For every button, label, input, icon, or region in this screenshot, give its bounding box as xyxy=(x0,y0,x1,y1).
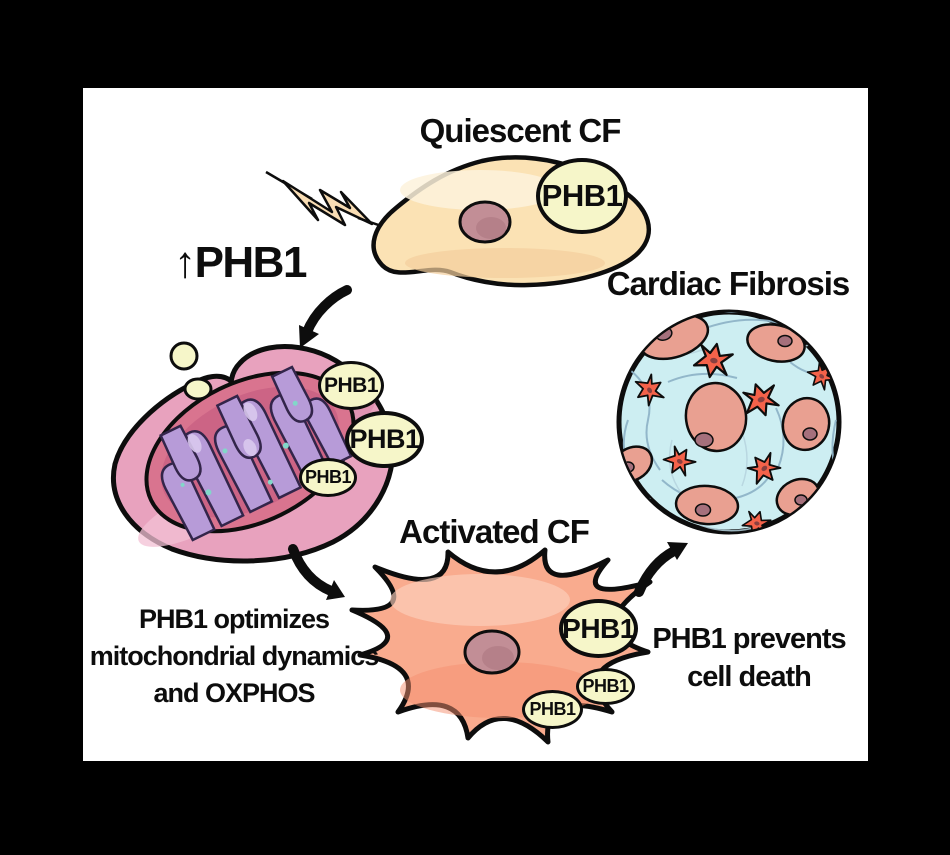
caption-line: cell death xyxy=(687,661,812,693)
secreted-vesicle-1 xyxy=(169,341,199,371)
cell-death-caption: PHB1 prevents cell death xyxy=(652,620,846,696)
cell-shadow xyxy=(405,248,605,278)
arrow-quiescent-to-mito-icon xyxy=(299,285,352,348)
cell-highlight xyxy=(400,170,560,210)
fibrosis-circle xyxy=(616,309,842,535)
phb1-badge-mito-bottom: PHB1 xyxy=(299,458,357,497)
phb1-badge-activated-bottom: PHB1 xyxy=(522,690,583,729)
quiescent-cf-title: Quiescent CF xyxy=(419,112,622,149)
phb1-upregulation-label: ↑PHB1 xyxy=(174,238,307,287)
phb1-badge-mito-top: PHB1 xyxy=(318,361,384,410)
phb1-badge-activated-large: PHB1 xyxy=(559,599,638,658)
caption-line: PHB1 optimizes xyxy=(138,604,330,634)
secreted-vesicle-2 xyxy=(183,377,213,401)
myocyte-nuclei xyxy=(621,327,818,517)
phb1-badge-activated-mid: PHB1 xyxy=(576,668,635,705)
phb1-badge-quiescent: PHB1 xyxy=(536,158,628,234)
phb1-badge-mito-large: PHB1 xyxy=(345,411,424,468)
cell-highlight xyxy=(390,574,570,626)
arrow-activated-to-fibrosis-icon xyxy=(634,542,688,597)
mito-function-caption: PHB1 optimizes mitochondrial dynamics an… xyxy=(89,601,380,712)
caption-line: PHB1 prevents xyxy=(652,623,846,655)
fibrosis-tissue xyxy=(619,312,839,532)
arrow-mito-to-activated-icon xyxy=(288,544,345,600)
cardiac-fibrosis-title: Cardiac Fibrosis xyxy=(606,265,851,302)
activated-cf-title: Activated CF xyxy=(399,513,590,550)
caption-line: mitochondrial dynamics xyxy=(89,641,380,671)
lightning-icon xyxy=(265,170,397,233)
mito-cristae-group xyxy=(144,365,356,542)
nucleus-shade xyxy=(482,646,514,670)
caption-line: and OXPHOS xyxy=(153,678,315,708)
nucleus-shade xyxy=(476,217,506,239)
